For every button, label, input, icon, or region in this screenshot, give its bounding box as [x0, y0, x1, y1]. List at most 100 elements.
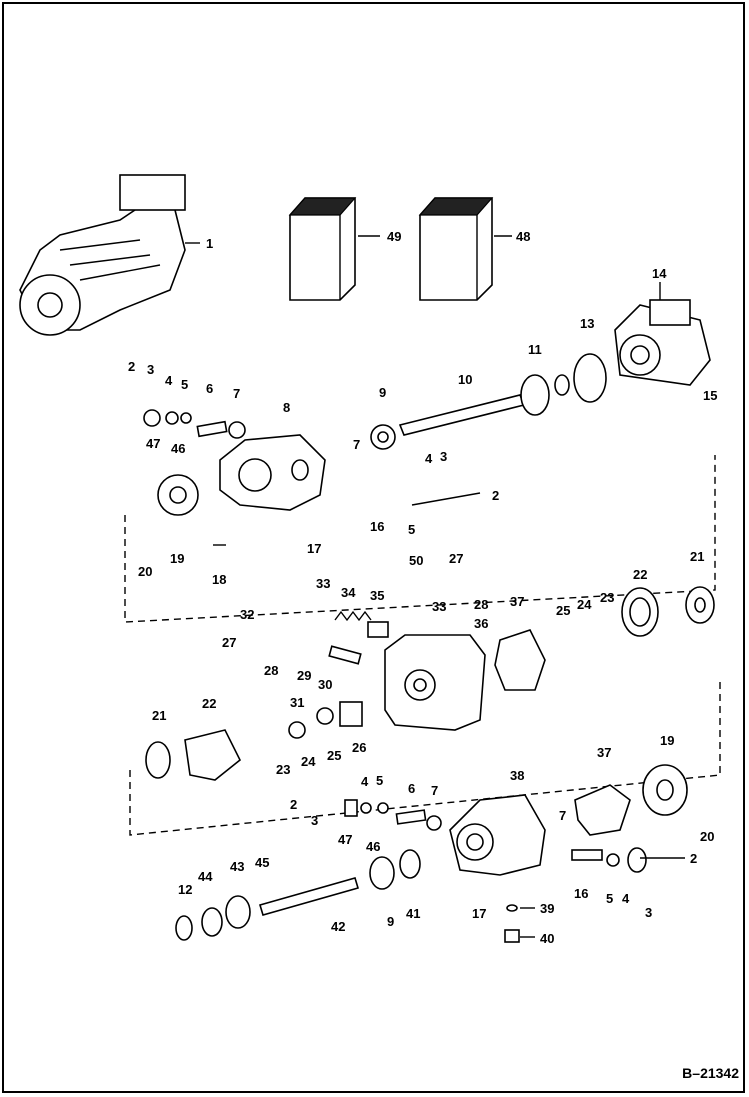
label-27-mid: 27	[222, 635, 236, 650]
label-3-top: 3	[147, 362, 154, 377]
label-20-bottom: 20	[700, 829, 714, 844]
cover-19b	[642, 764, 688, 816]
label-25-mid: 25	[327, 748, 341, 763]
label-43: 43	[230, 859, 244, 874]
label-39: 39	[540, 901, 554, 916]
label-23-top: 23	[600, 590, 614, 605]
label-9-bottom: 9	[387, 914, 394, 929]
label-7-bottom-left: 7	[431, 783, 438, 798]
label-12: 12	[178, 882, 192, 897]
label-16-top: 16	[370, 519, 384, 534]
label-45: 45	[255, 855, 269, 870]
label-27-top: 27	[449, 551, 463, 566]
drive-shaft-42	[175, 849, 421, 941]
drain-plug-40	[504, 904, 520, 943]
label-7-mid: 7	[353, 437, 360, 452]
part-labels: 1 49 48 14 15 11 13 10 9 2 3 4 5 6 7 8 4…	[128, 229, 717, 946]
housing-38	[449, 794, 546, 876]
label-17-top: 17	[307, 541, 321, 556]
label-37-top: 37	[510, 594, 524, 609]
label-50: 50	[409, 553, 423, 568]
label-48: 48	[516, 229, 530, 244]
label-7-bottom-right: 7	[559, 808, 566, 823]
label-4-bottom-right: 4	[622, 891, 630, 906]
label-24-mid: 24	[301, 754, 316, 769]
label-7-top: 7	[233, 386, 240, 401]
label-18: 18	[212, 572, 226, 587]
label-6-top: 6	[206, 381, 213, 396]
block-36	[384, 629, 546, 731]
label-47-top: 47	[146, 436, 160, 451]
label-42: 42	[331, 919, 345, 934]
label-28-top: 28	[474, 597, 488, 612]
label-3-mid: 3	[440, 449, 447, 464]
label-44: 44	[198, 869, 213, 884]
label-2-bottom-right: 2	[690, 851, 697, 866]
label-4-mid: 4	[425, 451, 433, 466]
figure-reference: B–21342	[682, 1065, 739, 1081]
label-20-top: 20	[138, 564, 152, 579]
label-5-top: 5	[181, 377, 188, 392]
label-26: 26	[352, 740, 366, 755]
label-38: 38	[510, 768, 524, 783]
label-41: 41	[406, 906, 420, 921]
dashed-group-2	[129, 680, 721, 836]
label-16-bottom: 16	[574, 886, 588, 901]
label-2-mid: 2	[492, 488, 499, 503]
label-40: 40	[540, 931, 554, 946]
label-47-bottom: 47	[338, 832, 352, 847]
pump-head-14	[614, 282, 711, 386]
label-49: 49	[387, 229, 401, 244]
spring-parts	[288, 610, 389, 739]
small-parts-bottom	[344, 799, 647, 873]
label-22-mid: 22	[202, 696, 216, 711]
filter-48	[418, 197, 512, 301]
label-30: 30	[318, 677, 332, 692]
label-29: 29	[297, 668, 311, 683]
label-15: 15	[703, 388, 717, 403]
label-35: 35	[370, 588, 384, 603]
shaft-10	[370, 353, 607, 450]
label-28-mid: 28	[264, 663, 278, 678]
label-9-top: 9	[379, 385, 386, 400]
label-14: 14	[652, 266, 667, 281]
leader-lines	[411, 492, 685, 938]
label-8: 8	[283, 400, 290, 415]
small-parts-top-left	[143, 409, 246, 546]
label-21-top: 21	[690, 549, 704, 564]
label-3-bottom-right: 3	[645, 905, 652, 920]
label-11: 11	[528, 342, 542, 357]
label-34: 34	[341, 585, 356, 600]
rotating-group	[145, 729, 242, 781]
label-17-bottom: 17	[472, 906, 486, 921]
label-6-bottom: 6	[408, 781, 415, 796]
gasket-37b	[574, 784, 631, 836]
label-36: 36	[474, 616, 488, 631]
label-19-top: 19	[170, 551, 184, 566]
label-13: 13	[580, 316, 594, 331]
label-33-right: 33	[432, 599, 446, 614]
label-19-bottom: 19	[660, 733, 674, 748]
label-2-top: 2	[128, 359, 135, 374]
filter-49	[288, 197, 380, 301]
label-25-top: 25	[556, 603, 570, 618]
label-5-mid: 5	[408, 522, 415, 537]
label-22-top: 22	[633, 567, 647, 582]
label-4-top: 4	[165, 373, 173, 388]
label-1: 1	[206, 236, 213, 251]
label-2-bottom-left: 2	[290, 797, 297, 812]
bearing-22	[621, 586, 715, 637]
label-46-bottom: 46	[366, 839, 380, 854]
label-5-bottom-right: 5	[606, 891, 613, 906]
label-3-bottom-left: 3	[311, 813, 318, 828]
label-24-top: 24	[577, 597, 592, 612]
label-33-left: 33	[316, 576, 330, 591]
label-32: 32	[240, 607, 254, 622]
label-23-mid: 23	[276, 762, 290, 777]
label-5-bottom-left: 5	[376, 773, 383, 788]
label-21-mid: 21	[152, 708, 166, 723]
label-31: 31	[290, 695, 304, 710]
housing-8	[219, 434, 326, 511]
